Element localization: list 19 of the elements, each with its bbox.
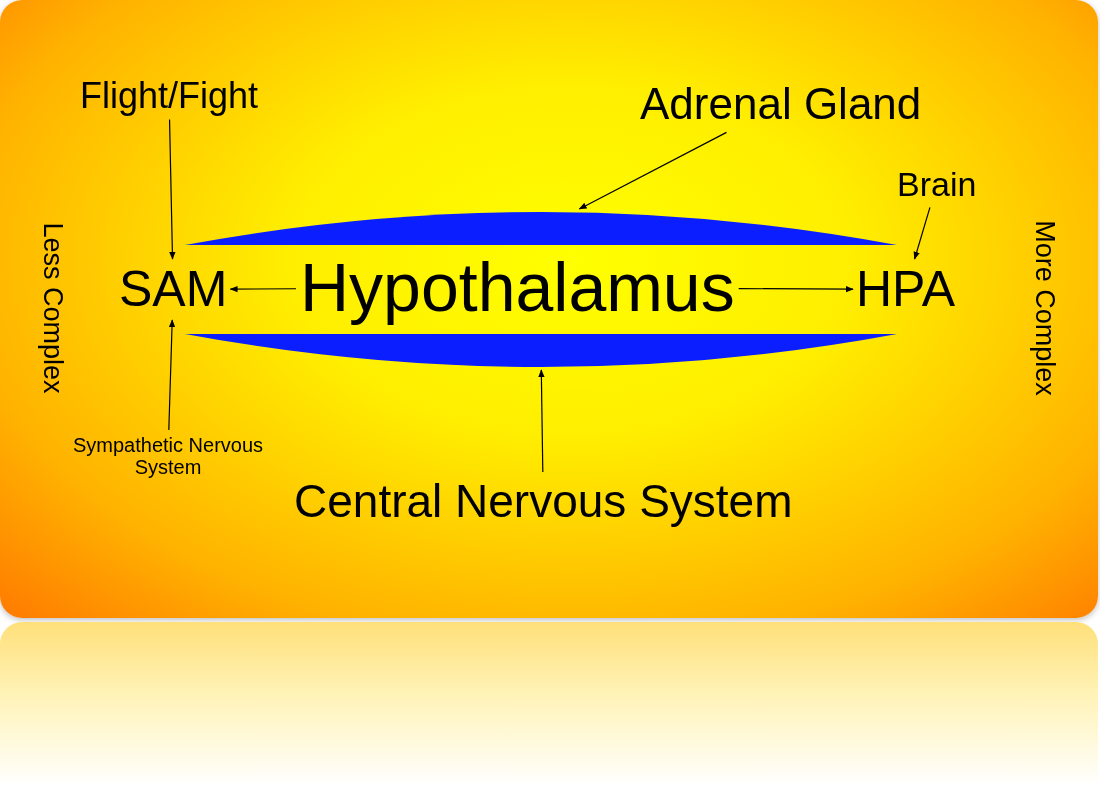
arrow	[538, 369, 545, 473]
arrow	[168, 119, 176, 260]
node-text: Sympathetic Nervous System	[43, 434, 293, 478]
lens-shape	[185, 212, 897, 246]
side-label: Less Complex	[36, 222, 68, 394]
node-text: Adrenal Gland	[640, 80, 922, 129]
node-text: Central Nervous System	[294, 476, 793, 527]
side-label: More Complex	[1028, 220, 1060, 396]
arrow	[578, 131, 728, 210]
arrow	[168, 319, 176, 431]
arrow	[738, 286, 854, 293]
node-text: SAM	[119, 262, 228, 317]
node-text: Flight/Fight	[80, 76, 259, 116]
node-text: Brain	[897, 166, 977, 204]
node-text: HPA	[856, 262, 956, 317]
lens-shape	[185, 333, 897, 367]
arrow	[913, 206, 931, 260]
node-text: Hypothalamus	[300, 250, 735, 325]
arrow	[229, 285, 297, 293]
